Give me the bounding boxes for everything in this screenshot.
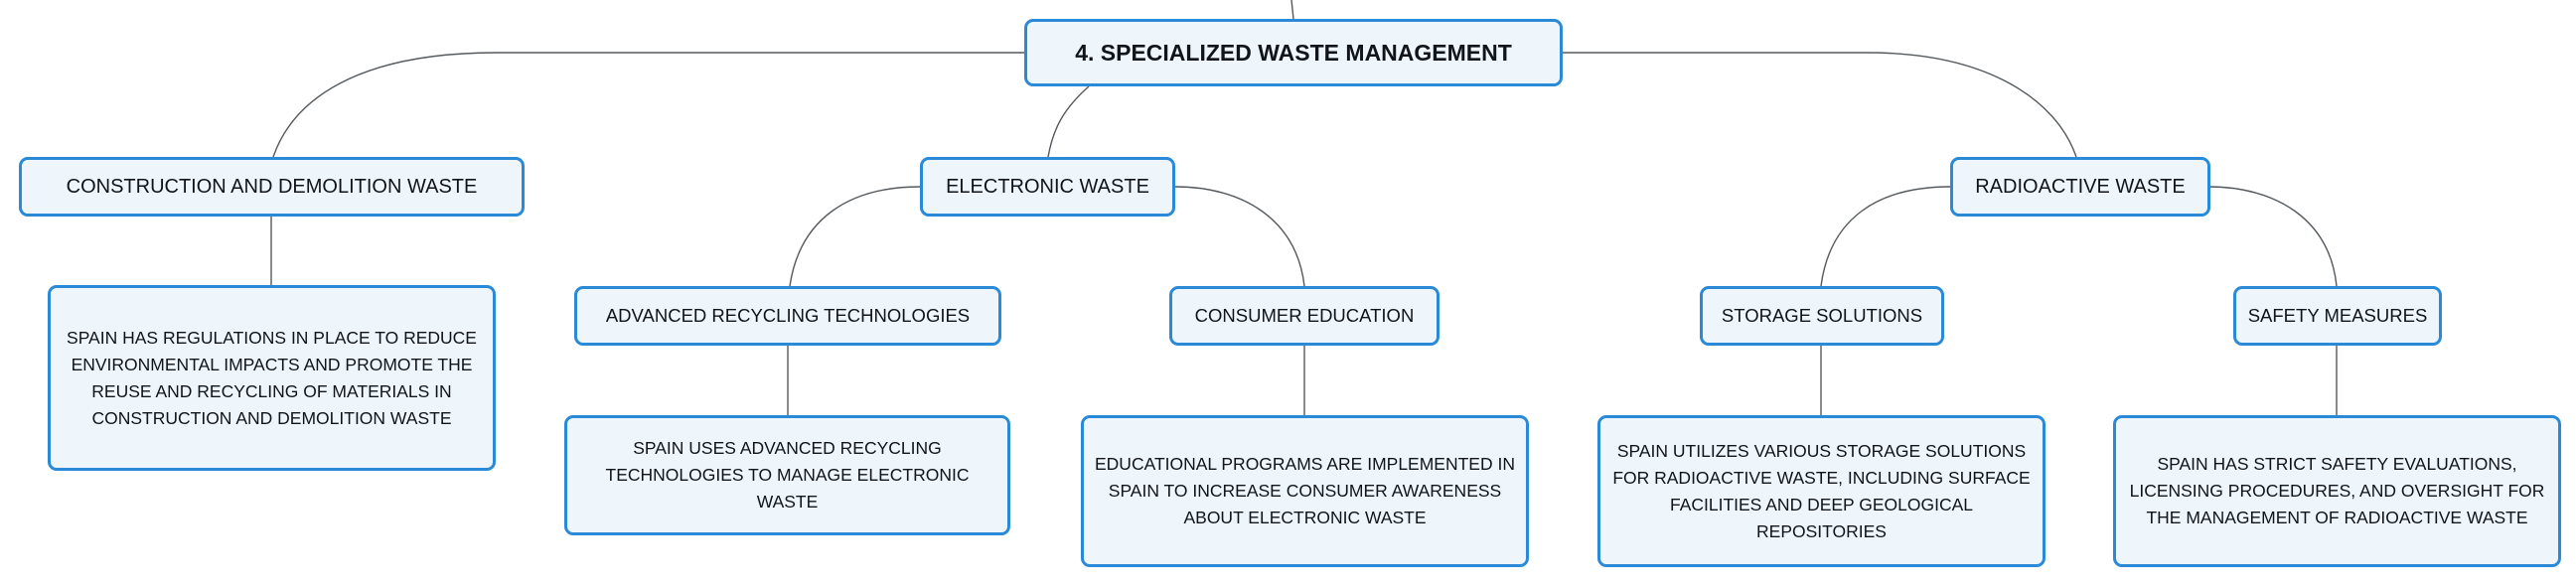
- topic-electronic-waste[interactable]: ELECTRONIC WASTE: [920, 157, 1175, 217]
- connector-root-to-radioactive: [1563, 52, 2077, 158]
- subtopic-label: SAFETY MEASURES: [2247, 305, 2428, 326]
- subtopic-storage-solutions[interactable]: STORAGE SOLUTIONS: [1700, 286, 1944, 346]
- topic-radioactive-waste[interactable]: RADIOACTIVE WASTE: [1950, 157, 2210, 217]
- topic-construction-demolition-waste[interactable]: CONSTRUCTION AND DEMOLITION WASTE: [19, 157, 525, 217]
- subtopic-safety-measures[interactable]: SAFETY MEASURES: [2233, 286, 2442, 346]
- connector-electronic-to-education: [1174, 186, 1305, 287]
- connector-radioactive-to-storage: [1820, 186, 1951, 287]
- subtopic-label: ADVANCED RECYCLING TECHNOLOGIES: [605, 305, 971, 326]
- detail-text: SPAIN USES ADVANCED RECYCLING TECHNOLOGI…: [605, 438, 970, 512]
- subtopic-consumer-education[interactable]: CONSUMER EDUCATION: [1169, 286, 1440, 346]
- connector-parent-to-root: [1290, 0, 1294, 20]
- connector-radioactive-to-safety: [2207, 186, 2338, 287]
- root-topic-label: 4. SPECIALIZED WASTE MANAGEMENT: [1075, 39, 1512, 66]
- subtopic-label: CONSUMER EDUCATION: [1194, 305, 1415, 326]
- detail-safety-measures[interactable]: SPAIN HAS STRICT SAFETY EVALUATIONS, LIC…: [2113, 415, 2561, 567]
- detail-storage-solutions[interactable]: SPAIN UTILIZES VARIOUS STORAGE SOLUTIONS…: [1597, 415, 2046, 567]
- detail-text: SPAIN UTILIZES VARIOUS STORAGE SOLUTIONS…: [1612, 440, 2031, 541]
- subtopic-label: STORAGE SOLUTIONS: [1721, 305, 1923, 326]
- subtopic-advanced-recycling-technologies[interactable]: ADVANCED RECYCLING TECHNOLOGIES: [574, 286, 1001, 346]
- detail-construction-demolition-waste[interactable]: SPAIN HAS REGULATIONS IN PLACE TO REDUCE…: [48, 285, 496, 471]
- topic-label: RADIOACTIVE WASTE: [1975, 175, 2186, 198]
- root-topic[interactable]: 4. SPECIALIZED WASTE MANAGEMENT: [1024, 19, 1563, 86]
- connector-root-to-construction: [272, 52, 1024, 158]
- connector-electronic-to-recycling: [789, 186, 921, 287]
- topic-label: CONSTRUCTION AND DEMOLITION WASTE: [66, 175, 478, 198]
- detail-consumer-education[interactable]: EDUCATIONAL PROGRAMS ARE IMPLEMENTED IN …: [1081, 415, 1529, 567]
- topic-label: ELECTRONIC WASTE: [946, 175, 1149, 198]
- detail-text: SPAIN HAS STRICT SAFETY EVALUATIONS, LIC…: [2129, 454, 2545, 527]
- connector-root-to-electronic: [1047, 85, 1090, 158]
- detail-text: EDUCATIONAL PROGRAMS ARE IMPLEMENTED IN …: [1095, 454, 1515, 527]
- detail-advanced-recycling-technologies[interactable]: SPAIN USES ADVANCED RECYCLING TECHNOLOGI…: [564, 415, 1010, 535]
- detail-text: SPAIN HAS REGULATIONS IN PLACE TO REDUCE…: [67, 327, 477, 428]
